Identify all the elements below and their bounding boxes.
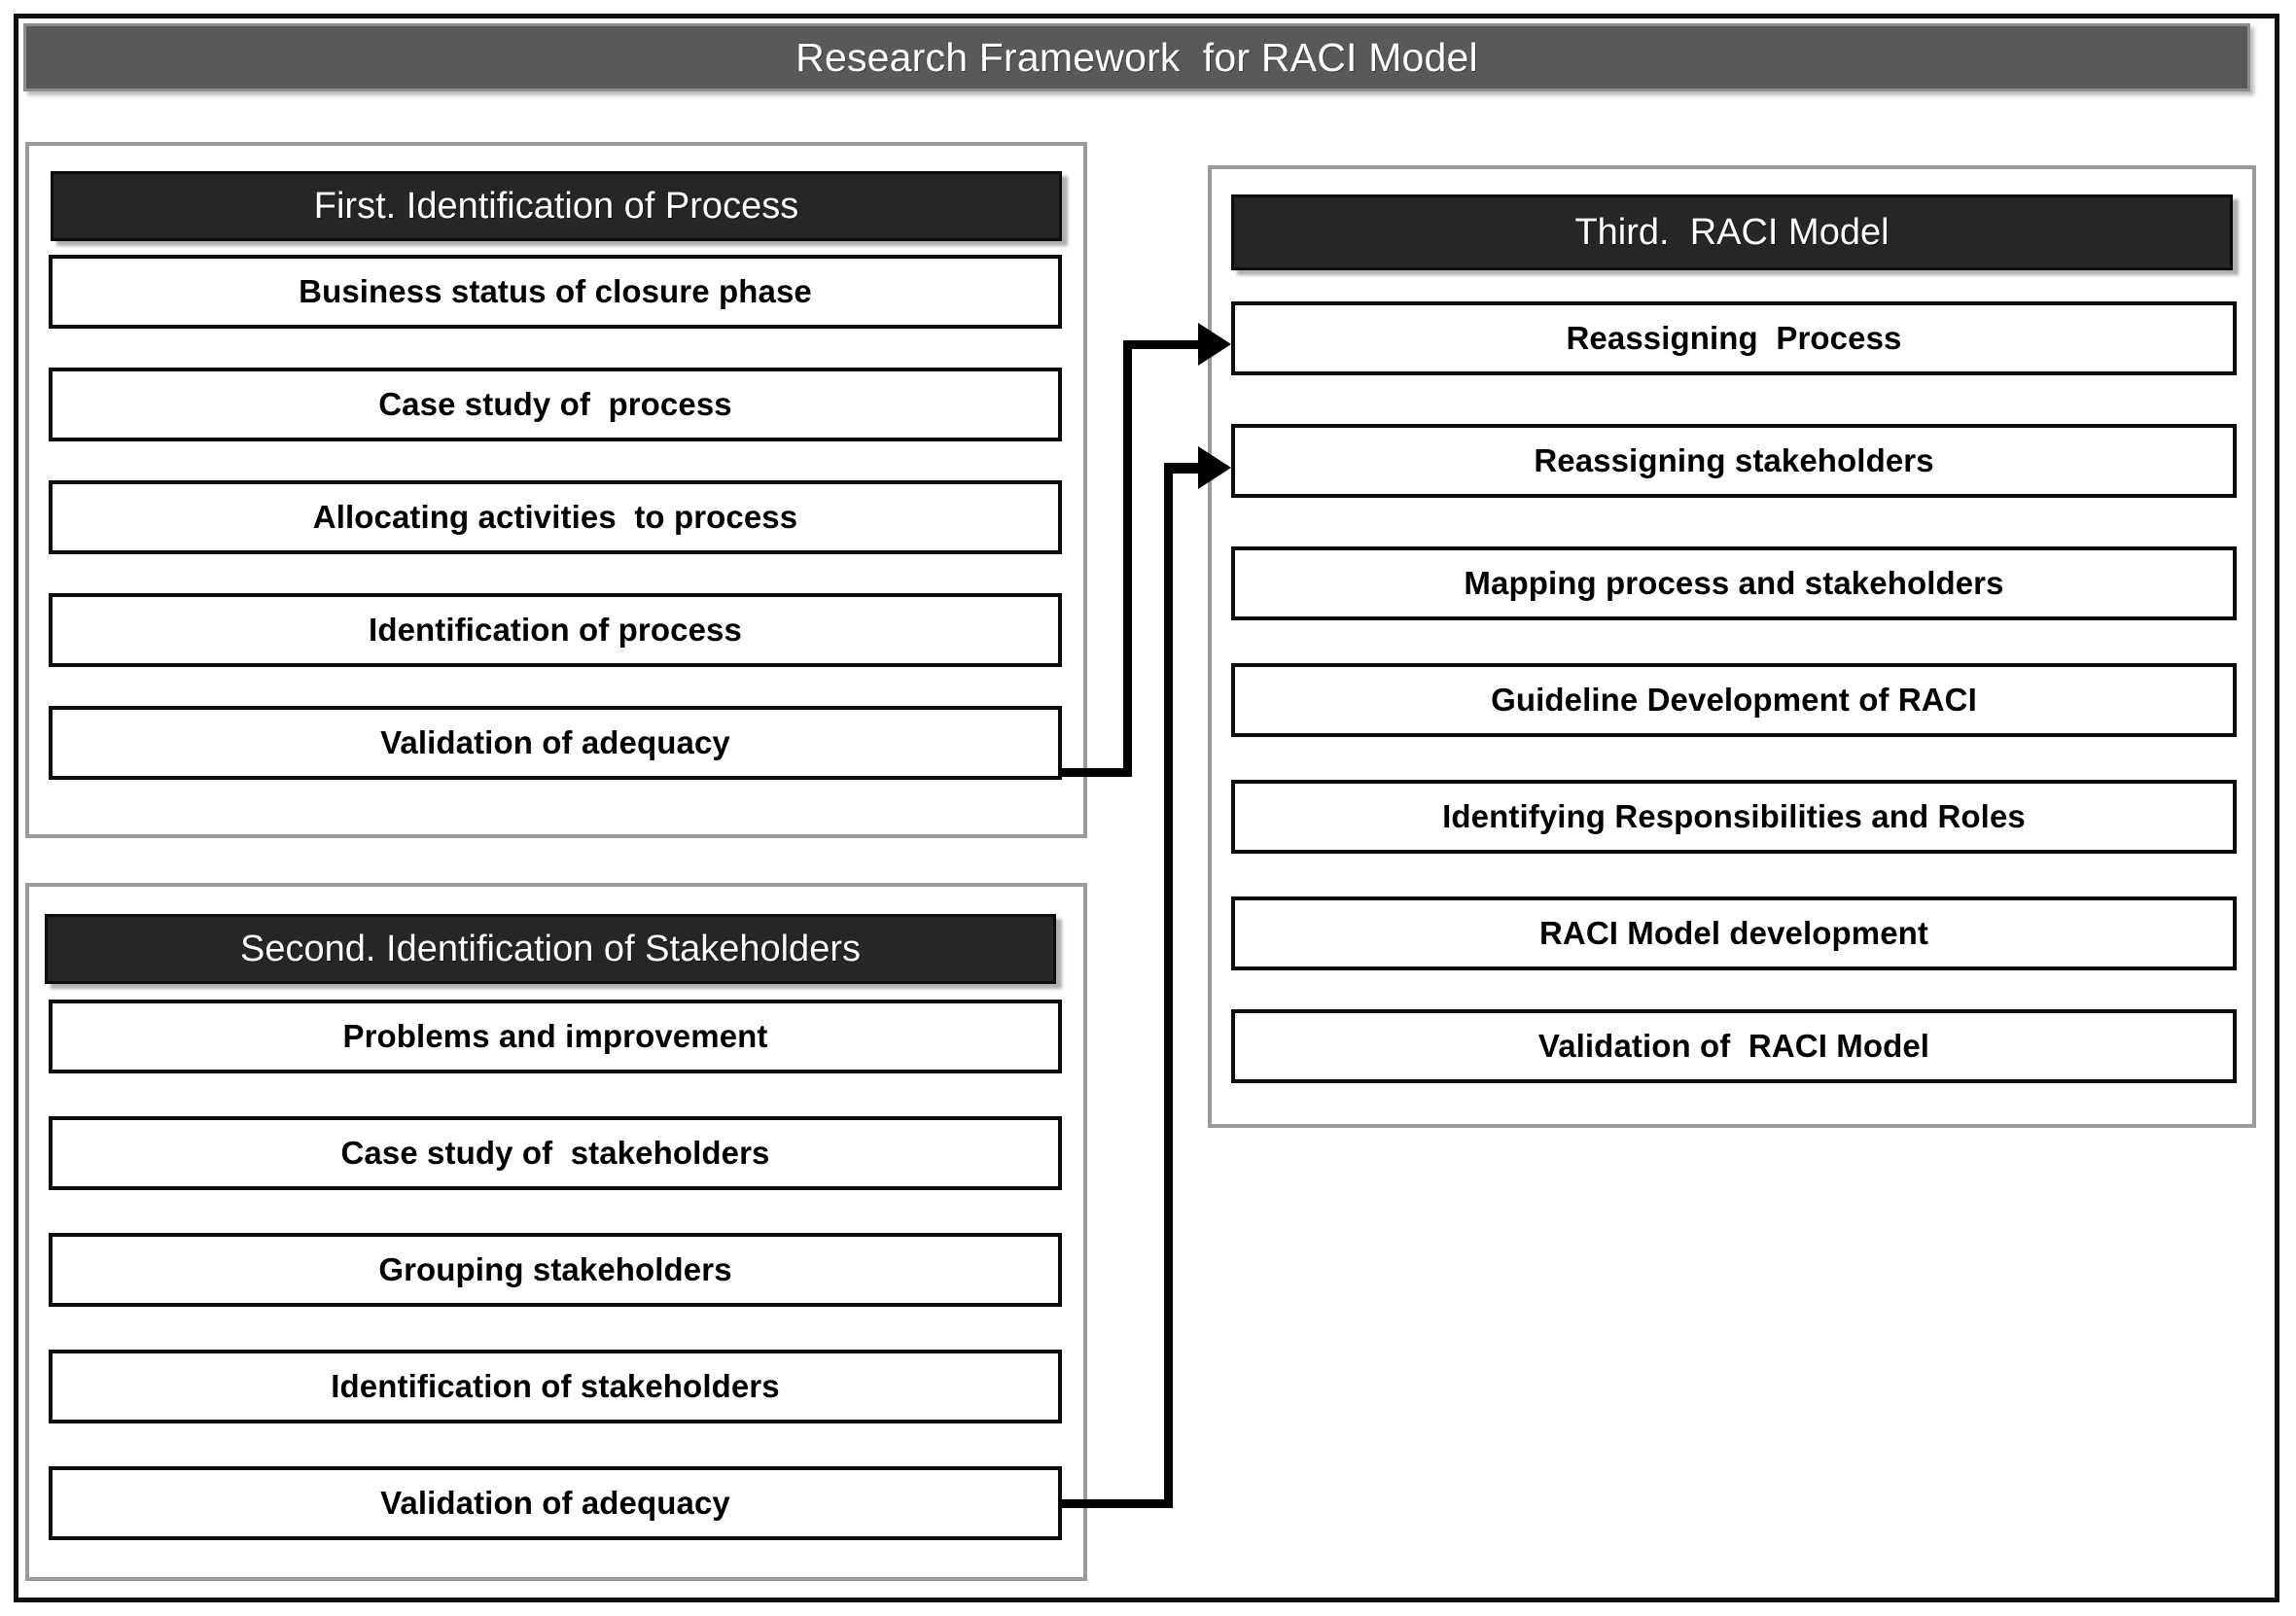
item-box-second-2: Case study of stakeholders xyxy=(49,1116,1062,1190)
connector-1-horizontal-in xyxy=(1123,340,1213,349)
connector-1-horizontal-out xyxy=(1058,768,1132,777)
section-header-first: First. Identification of Process xyxy=(51,171,1062,241)
item-label-first-5: Validation of adequacy xyxy=(380,724,730,760)
section-header-second-label: Second. Identification of Stakeholders xyxy=(240,928,861,969)
section-header-first-label: First. Identification of Process xyxy=(313,185,799,227)
connector-1-vertical xyxy=(1123,340,1132,777)
section-header-second: Second. Identification of Stakeholders xyxy=(45,914,1056,984)
item-box-first-2: Case study of process xyxy=(49,368,1062,441)
panel-second-identification-of-stakeholders xyxy=(25,883,1087,1581)
item-box-second-3: Grouping stakeholders xyxy=(49,1233,1062,1307)
item-label-third-1: Reassigning Process xyxy=(1566,320,1902,356)
item-box-second-5: Validation of adequacy xyxy=(49,1466,1062,1540)
item-label-third-5: Identifying Responsibilities and Roles xyxy=(1442,798,2026,834)
item-box-third-4: Guideline Development of RACI xyxy=(1231,663,2237,737)
item-box-third-5: Identifying Responsibilities and Roles xyxy=(1231,780,2237,854)
item-label-third-4: Guideline Development of RACI xyxy=(1491,682,1977,718)
item-box-third-2: Reassigning stakeholders xyxy=(1231,424,2237,498)
connector-2-vertical xyxy=(1164,463,1173,1508)
item-label-second-1: Problems and improvement xyxy=(342,1018,768,1054)
item-label-second-5: Validation of adequacy xyxy=(380,1485,730,1521)
item-box-first-1: Business status of closure phase xyxy=(49,255,1062,329)
item-box-second-4: Identification of stakeholders xyxy=(49,1350,1062,1423)
item-label-third-6: RACI Model development xyxy=(1538,915,1929,951)
item-box-third-7: Validation of RACI Model xyxy=(1231,1009,2237,1083)
item-label-third-3: Mapping process and stakeholders xyxy=(1464,565,2004,601)
item-label-first-3: Allocating activities to process xyxy=(312,499,798,535)
item-label-first-4: Identification of process xyxy=(369,612,742,648)
item-label-second-3: Grouping stakeholders xyxy=(378,1251,732,1287)
item-box-third-1: Reassigning Process xyxy=(1231,301,2237,375)
item-box-second-1: Problems and improvement xyxy=(49,1000,1062,1073)
item-box-first-4: Identification of process xyxy=(49,593,1062,667)
item-label-second-2: Case study of stakeholders xyxy=(340,1135,770,1171)
connector-1-arrow-icon xyxy=(1198,323,1231,366)
section-header-third: Third. RACI Model xyxy=(1231,194,2233,270)
item-box-third-6: RACI Model development xyxy=(1231,896,2237,970)
item-box-first-5: Validation of adequacy xyxy=(49,706,1062,780)
connector-2-arrow-icon xyxy=(1198,446,1231,489)
item-box-first-3: Allocating activities to process xyxy=(49,480,1062,554)
item-label-second-4: Identification of stakeholders xyxy=(331,1368,780,1404)
diagram-title-text: Research Framework for RACI Model xyxy=(795,34,1478,80)
connector-2-horizontal-in xyxy=(1164,463,1213,474)
diagram-title-bar: Research Framework for RACI Model xyxy=(23,23,2250,91)
connector-2-horizontal-out xyxy=(1058,1499,1173,1508)
item-label-first-1: Business status of closure phase xyxy=(299,273,812,309)
item-box-third-3: Mapping process and stakeholders xyxy=(1231,546,2237,620)
section-header-third-label: Third. RACI Model xyxy=(1574,211,1890,253)
item-label-third-7: Validation of RACI Model xyxy=(1537,1028,1930,1064)
item-label-third-2: Reassigning stakeholders xyxy=(1534,442,1934,478)
item-label-first-2: Case study of process xyxy=(378,386,732,422)
